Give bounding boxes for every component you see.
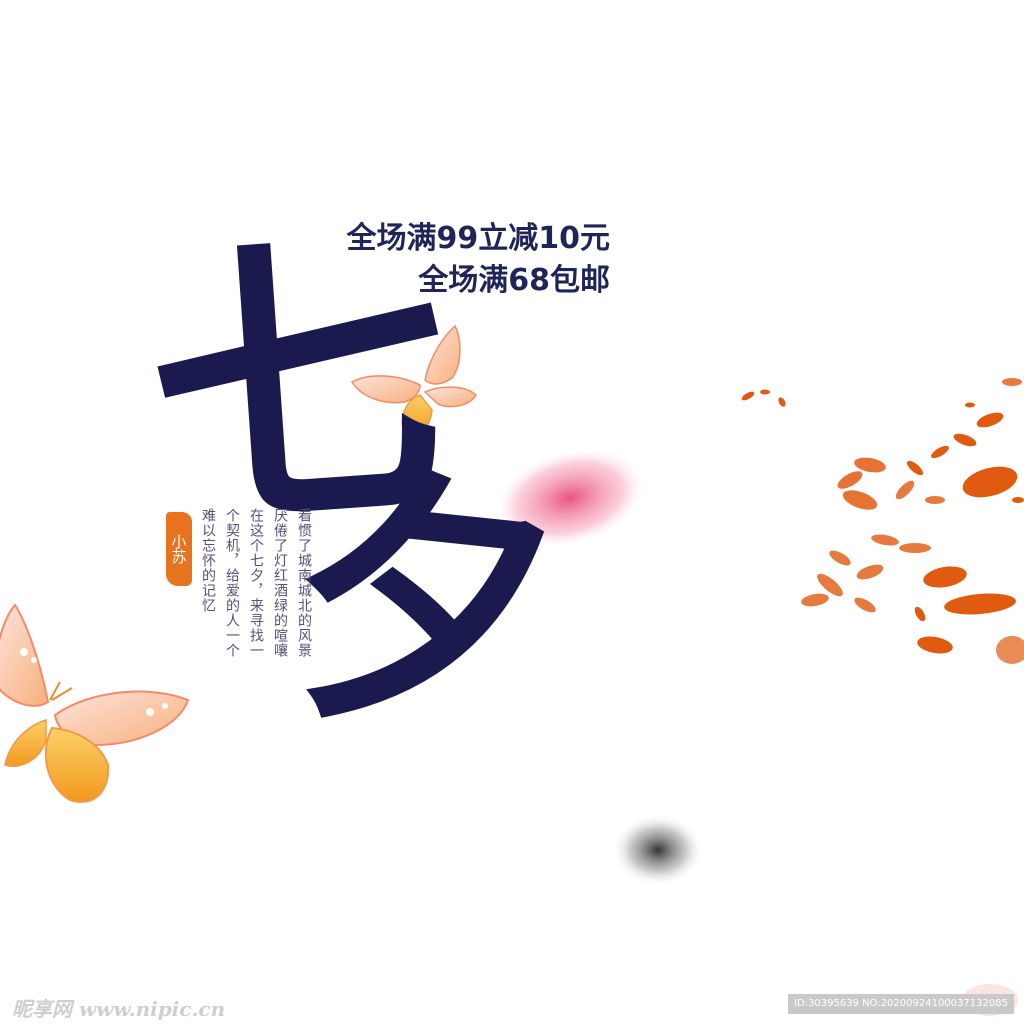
promo-shipping-text: 全场满68包邮 (418, 263, 610, 298)
petal-icon (741, 378, 1024, 664)
poem-block: 看惯了城南城北的风景 厌倦了灯红酒绿的喧嚷 在这个七夕，来寻找一 个契机，给爱的… (198, 508, 314, 678)
poem-line: 个契机，给爱的人一个 (224, 508, 240, 658)
poem-line: 看惯了城南城北的风景 (296, 508, 312, 658)
poem-line: 难以忘怀的记忆 (200, 508, 216, 613)
poem-line: 厌倦了灯红酒绿的喧嚷 (272, 508, 288, 658)
promo-discount-text: 全场满99立减10元 (346, 221, 611, 256)
author-seal: 小苏 (166, 512, 192, 586)
promo-block: 全场满99立减10元 全场满68包邮 (300, 218, 611, 302)
image-id-watermark: ID:30395639 NO:20200924100037132085 (788, 994, 1014, 1014)
butterfly-icon (0, 603, 190, 803)
poem-line: 在这个七夕，来寻找一 (248, 508, 264, 658)
butterfly-icon (350, 324, 477, 437)
site-watermark: 昵享网 www.nipic.cn (12, 997, 226, 1021)
pink-petal-blur (493, 447, 647, 549)
gray-blur (612, 814, 704, 886)
title-char-xi: 夕 (274, 432, 576, 778)
